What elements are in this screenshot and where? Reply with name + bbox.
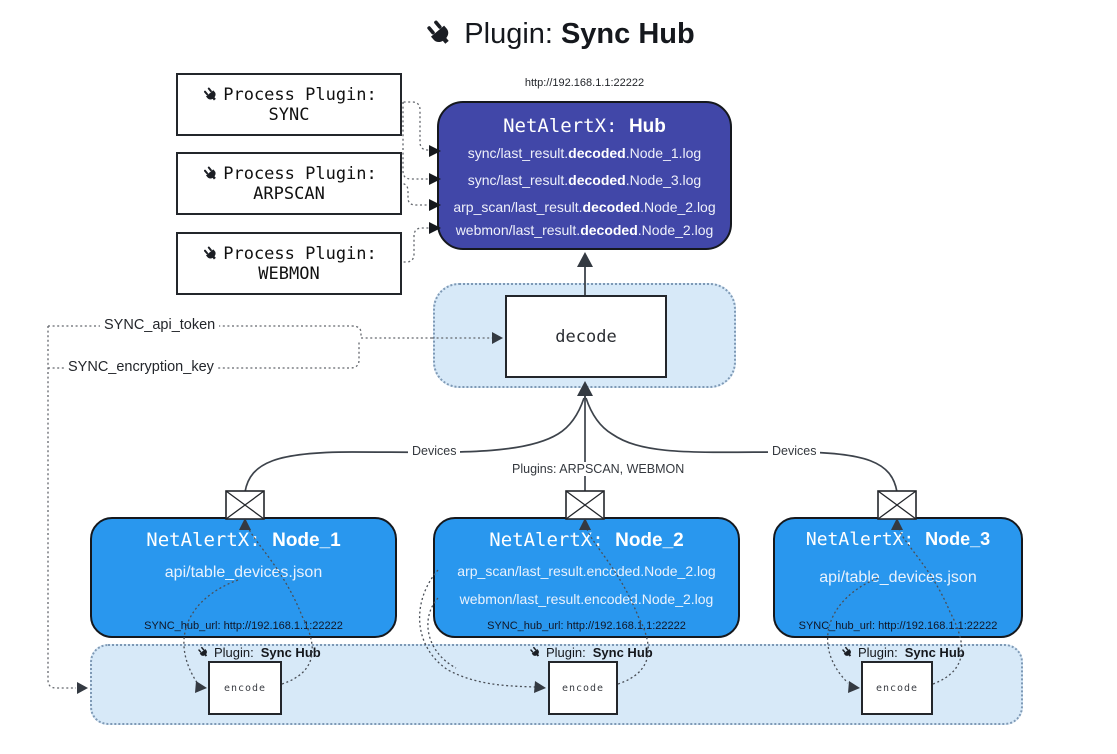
node-file: arp_scan/last_result.encoded.Node_2.log	[457, 563, 716, 579]
node-title: NetAlertX: Node_2	[489, 529, 684, 551]
hub-title: NetAlertX: Hub	[439, 115, 730, 138]
process-plugin-name: ARPSCAN	[253, 183, 325, 204]
process-plugin-label: Process Plugin:	[223, 84, 377, 105]
node-box-node-3: NetAlertX: Node_3 api/table_devices.json…	[773, 517, 1023, 638]
plug-icon	[422, 16, 458, 52]
node-title: NetAlertX: Node_3	[805, 529, 991, 550]
edge-label-devices-right: Devices	[768, 444, 821, 458]
edge-webmon-log4	[399, 227, 430, 263]
encode-label: encode	[223, 682, 267, 694]
edge-node3-decode	[585, 397, 898, 493]
edge-label-devices-left: Devices	[408, 444, 461, 458]
encode-label: encode	[875, 682, 919, 694]
process-plugin-label: Process Plugin:	[223, 243, 377, 264]
plug-icon	[840, 645, 855, 660]
envelope-icon	[225, 490, 265, 520]
encode-box: encode	[861, 661, 933, 715]
node-hub-url: SYNC_hub_url: http://192.168.1.1:22222	[144, 620, 343, 632]
node-file: api/table_devices.json	[819, 569, 977, 586]
node-box-node-1: NetAlertX: Node_1 api/table_devices.json…	[90, 517, 397, 638]
hub-title-name: Hub	[628, 116, 666, 137]
band-plugin-label: Plugin:Sync Hub	[528, 645, 653, 660]
hub-log-line: arp_scan/last_result.decoded.Node_2.log	[453, 199, 716, 215]
process-plugin-name: SYNC	[268, 104, 310, 125]
plug-icon	[528, 645, 543, 660]
node-title: NetAlertX: Node_1	[146, 529, 341, 551]
encode-box: encode	[548, 661, 618, 715]
plug-icon	[196, 645, 211, 660]
process-plugin-name: WEBMON	[258, 263, 320, 284]
encode-label: encode	[561, 682, 605, 694]
hub-box: NetAlertX: Hub sync/last_result.decoded.…	[437, 101, 732, 250]
edge-label-plugins-mid: Plugins: ARPSCAN, WEBMON	[508, 462, 689, 476]
envelope-icon	[877, 490, 917, 520]
process-plugin-box-arpscan: Process Plugin: ARPSCAN	[176, 152, 402, 215]
page-title-prefix: Plugin:	[464, 17, 553, 50]
plug-icon	[201, 244, 221, 264]
band-plugin-label: Plugin:Sync Hub	[196, 645, 321, 660]
node-hub-url: SYNC_hub_url: http://192.168.1.1:22222	[798, 620, 998, 632]
edge-sync-log1	[399, 101, 430, 151]
node-hub-url: SYNC_hub_url: http://192.168.1.1:22222	[487, 620, 686, 632]
label-sync-encryption-key: SYNC_encryption_key	[64, 359, 218, 375]
hub-log-line: sync/last_result.decoded.Node_3.log	[467, 172, 702, 188]
plug-icon	[201, 85, 221, 105]
process-plugin-box-webmon: Process Plugin: WEBMON	[176, 232, 402, 295]
edge-secrets-down	[47, 326, 76, 689]
plug-icon	[201, 164, 221, 184]
edge-arpscan-log3	[398, 182, 430, 206]
encode-box: encode	[208, 661, 282, 715]
envelope-icon	[565, 490, 605, 520]
band-plugin-label: Plugin:Sync Hub	[840, 645, 965, 660]
node-box-node-2: NetAlertX: Node_2 arp_scan/last_result.e…	[433, 517, 740, 638]
edge-sync-log2	[402, 102, 430, 180]
process-plugin-box-sync: Process Plugin: SYNC	[176, 73, 402, 136]
page-title-name: Sync Hub	[560, 17, 695, 50]
hub-title-prefix: NetAlertX:	[503, 115, 618, 137]
label-sync-api-token: SYNC_api_token	[100, 317, 220, 333]
hub-log-line: sync/last_result.decoded.Node_1.log	[467, 145, 702, 161]
node-file: webmon/last_result.encoded.Node_2.log	[459, 591, 714, 607]
decode-label: decode	[555, 326, 617, 347]
hub-url: http://192.168.1.1:22222	[524, 77, 645, 89]
hub-log-line: webmon/last_result.decoded.Node_2.log	[455, 222, 714, 238]
decode-box: decode	[505, 295, 667, 378]
process-plugin-label: Process Plugin:	[223, 163, 377, 184]
node-file: api/table_devices.json	[164, 564, 323, 581]
page-title: Plugin: Sync Hub	[0, 16, 1117, 52]
